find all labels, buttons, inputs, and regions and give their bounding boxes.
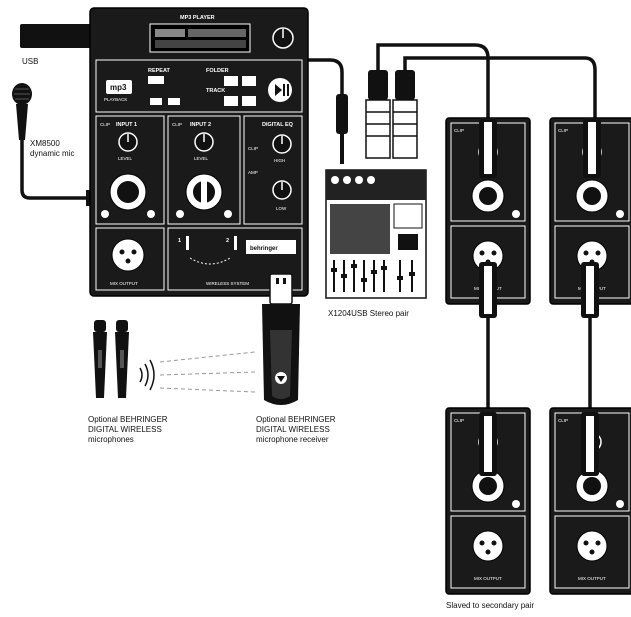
wireless-mics-label-1: Optional BEHRINGER: [88, 415, 168, 424]
xlr-plug-speaker-tl-out-highlight: [484, 266, 492, 314]
xlr-plug-speaker-tr-out-highlight: [586, 266, 594, 314]
brand-text: behringer: [250, 246, 278, 252]
speaker-clip-label: CLIP: [558, 128, 568, 133]
mp3-badge: [106, 80, 132, 94]
mic-desc-label: dynamic mic: [30, 149, 74, 158]
quarter-inch-plug: [336, 94, 348, 164]
speaker-mix-output-xlr[interactable]: [472, 530, 504, 562]
receiver-label-3: microphone receiver: [256, 435, 329, 444]
wireless-receiver: [262, 273, 300, 405]
wireless-beam: [159, 351, 256, 393]
wireless-ch1-label: 1: [178, 238, 181, 244]
xlr-plug-right: [392, 70, 418, 159]
track-next-button[interactable]: [242, 96, 256, 106]
transport-section: [95, 59, 303, 113]
playback-label: PLAYBACK: [104, 97, 127, 102]
speaker-clip-label: CLIP: [454, 418, 464, 423]
input-1-label: INPUT 1: [116, 122, 137, 128]
play-icon: [275, 84, 282, 96]
mix-output-section: [95, 227, 165, 291]
xlr-plug-speaker-bl-in-highlight: [484, 416, 492, 472]
speaker-mix-output-label: MIX OUTPUT: [474, 576, 502, 581]
repeat-button[interactable]: [148, 76, 164, 84]
speaker-mix-output-label: MIX OUTPUT: [578, 576, 606, 581]
digital-eq-section: [243, 115, 303, 225]
input-2-section: [167, 115, 241, 225]
input-2-clip-label: CLIP: [172, 122, 182, 127]
speaker-clip-label: CLIP: [454, 128, 464, 133]
input-2-label: INPUT 2: [190, 122, 211, 128]
mp3-badge-text: mp3: [110, 83, 127, 92]
wireless-system-section: [167, 227, 303, 291]
input-1-clip-label: CLIP: [100, 122, 110, 127]
mic-cable: [20, 113, 94, 200]
mixer-label: X1204USB Stereo pair: [328, 309, 409, 318]
speaker-clip-label: CLIP: [558, 418, 568, 423]
low-label: LOW: [276, 206, 287, 211]
repeat-label: REPEAT: [148, 68, 171, 74]
xlr-plug-speaker-tr-in-highlight: [588, 122, 596, 174]
mp3-player-title: MP3 PLAYER: [180, 15, 215, 21]
x1204usb-mixer: [325, 169, 427, 299]
slaved-label: Slaved to secondary pair: [446, 601, 534, 610]
input-1-section: [95, 115, 165, 225]
receiver-label-2: DIGITAL WIRELESS: [256, 425, 330, 434]
jack-cable: [298, 58, 344, 97]
speaker-mix-output-xlr[interactable]: [576, 530, 608, 562]
folder-label: FOLDER: [206, 68, 229, 74]
eq-button[interactable]: [150, 98, 162, 105]
input-1-level-label: LEVEL: [118, 156, 133, 161]
wireless-ch2-label: 2: [226, 238, 229, 244]
mix-output-xlr[interactable]: [111, 238, 145, 272]
mode-button[interactable]: [168, 98, 180, 105]
wireless-handheld-mics: [93, 320, 129, 398]
folder-prev-button[interactable]: [224, 76, 238, 86]
usb-label: USB: [22, 57, 38, 66]
amp-label: AMP: [248, 170, 258, 175]
high-label: HIGH: [274, 158, 285, 163]
xlr-plug-speaker-br-in-highlight: [586, 416, 594, 472]
receiver-label-1: Optional BEHRINGER: [256, 415, 336, 424]
mic-name-label: XM8500: [30, 139, 60, 148]
input-2-level-label: LEVEL: [194, 156, 209, 161]
track-label: TRACK: [206, 88, 225, 94]
wireless-mics-label-2: DIGITAL WIRELESS: [88, 425, 162, 434]
brand-badge: [246, 240, 296, 254]
dynamic-mic: [12, 83, 32, 140]
mix-output-label: MIX OUTPUT: [110, 281, 138, 286]
xlr-cable-right: [403, 56, 597, 120]
speaker-panel-bottom-right: CLIPINPUTLEVELMIX OUTPUT: [549, 407, 631, 595]
wireless-mics-label-3: microphones: [88, 435, 134, 444]
eq-clip-label: CLIP: [248, 146, 258, 151]
input-1-lock: [101, 210, 109, 218]
folder-next-button[interactable]: [242, 76, 256, 86]
track-prev-button[interactable]: [224, 96, 238, 106]
xlr-plug-left: [365, 70, 391, 159]
xlr-plug-speaker-tl-in-highlight: [484, 122, 492, 174]
eq-label: DIGITAL EQ: [262, 122, 294, 128]
main-device-panel: MP3 PLAYER REPEAT FOLDER TRACK mp3 PLAYB…: [89, 7, 309, 297]
wireless-signal-icon: [139, 359, 155, 391]
wireless-system-label: WIRELESS SYSTEM: [206, 281, 249, 286]
